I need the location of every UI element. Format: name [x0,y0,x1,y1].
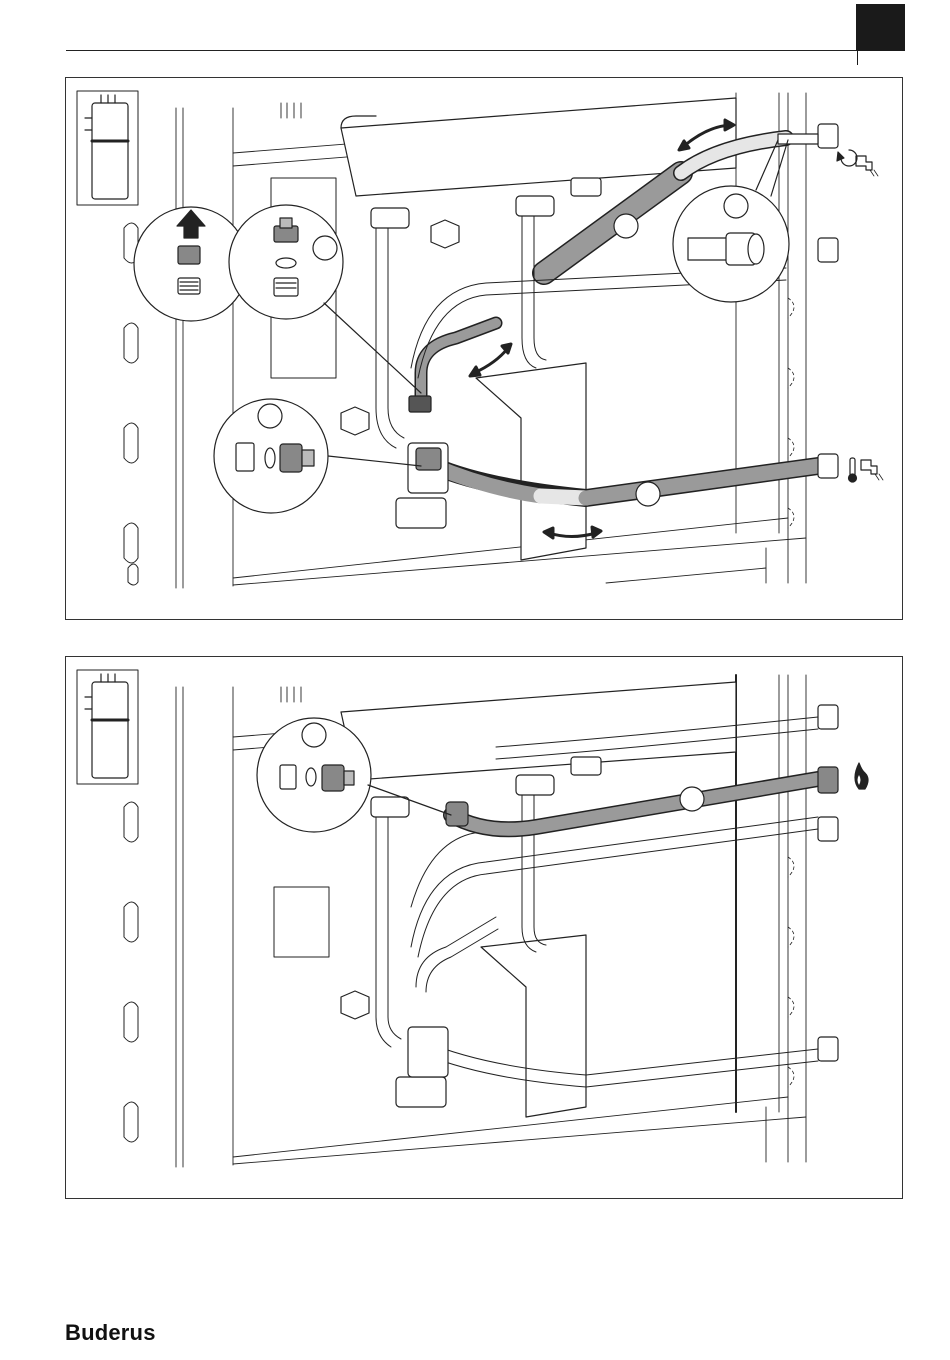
chapter-tab-marker [856,4,905,51]
tank-block [476,363,586,560]
gas-flame-icon [855,763,868,789]
tank-block [481,935,586,1117]
brand-logo: Buderus [65,1320,156,1346]
hose-hot-water [434,466,818,498]
figure-top-drawing [66,78,902,619]
electrical-box [274,887,329,957]
right-connectors [778,124,838,478]
callout-seal-detail-a [229,205,421,393]
installation-figure-top [65,77,903,620]
thumbnail-unit-icon [77,670,138,784]
figure-bottom-drawing [66,657,902,1198]
callout-seal-detail-b [214,399,421,513]
reference-circles [680,787,704,811]
header-tick [857,51,858,65]
header-rule [66,50,856,51]
right-rail [788,298,794,528]
right-connectors [818,705,838,1061]
installation-figure-bottom [65,656,903,1199]
hot-water-connection-icon [849,458,884,482]
reference-circles [614,214,660,506]
circulation-connection-icon [837,150,878,176]
side-rail [124,802,138,1142]
thumbnail-unit-icon [77,91,138,205]
hose-gas [451,779,818,829]
